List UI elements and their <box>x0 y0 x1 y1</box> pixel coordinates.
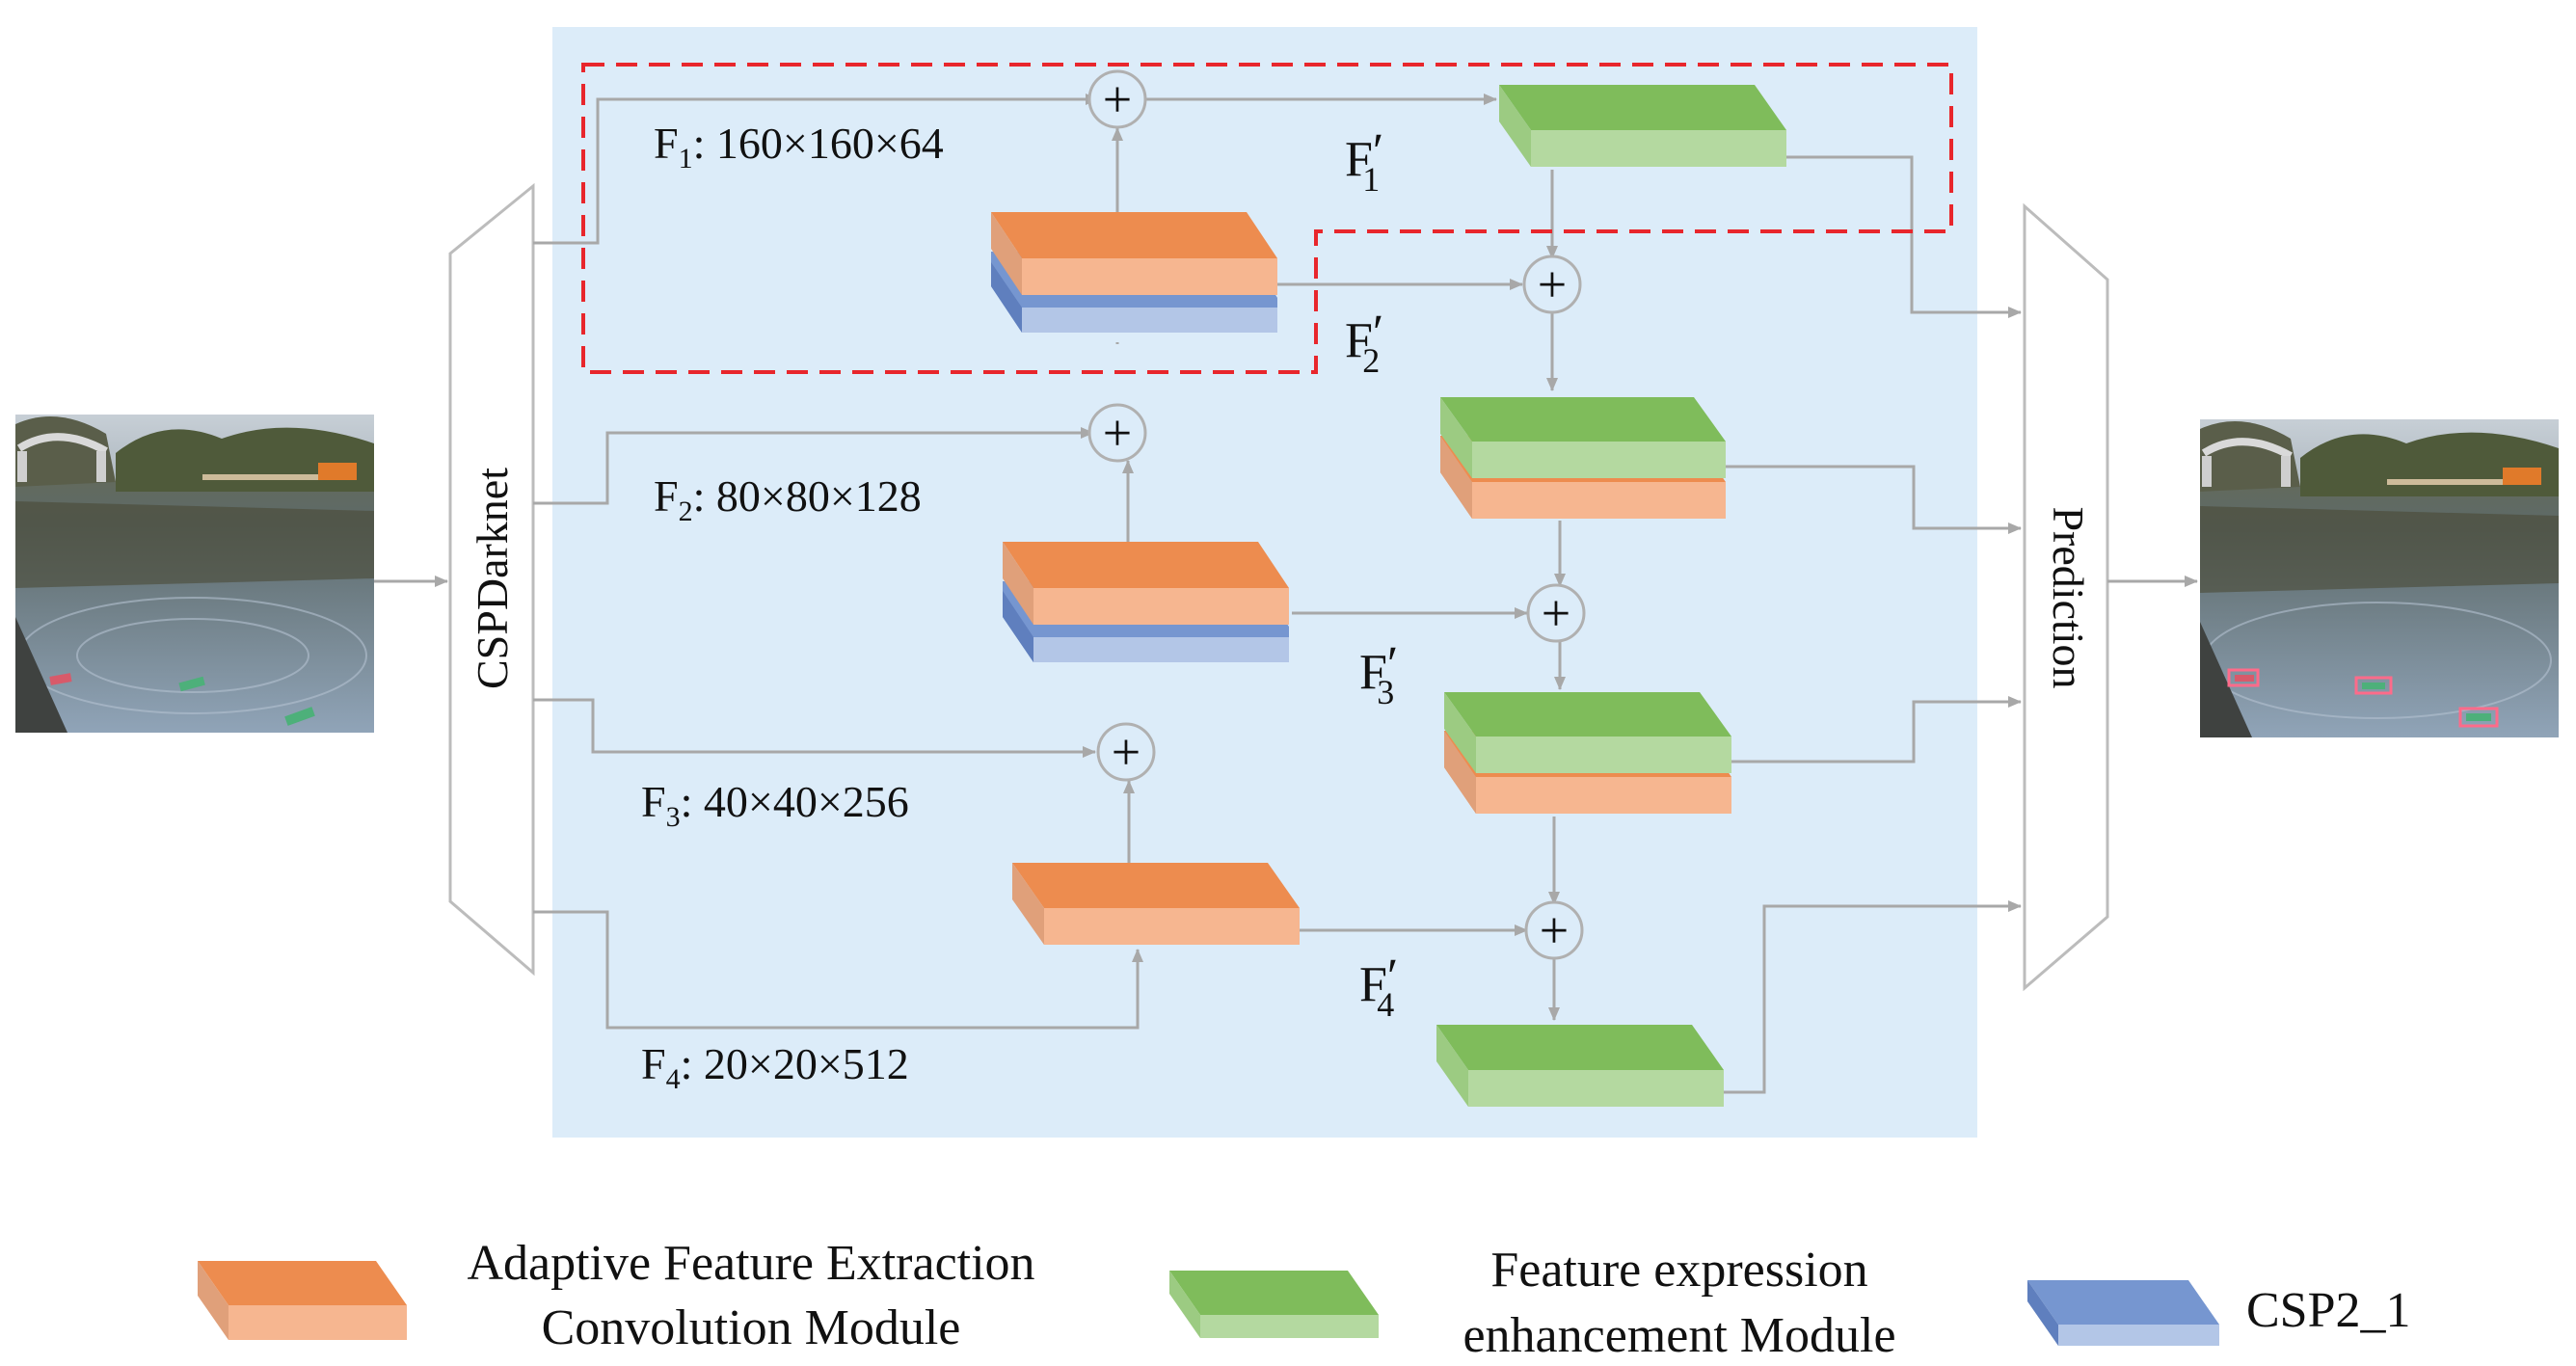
enhanced-label-f2: F′2 <box>1345 306 1383 380</box>
enhanced-label-f3: F′3 <box>1359 637 1398 711</box>
feature-label-f3: F3: 40×40×256 <box>641 777 909 833</box>
legend: Adaptive Feature Extraction Convolution … <box>198 1236 2411 1363</box>
legend-afec-line2: Convolution Module <box>542 1300 961 1355</box>
legend-afec-line1: Adaptive Feature Extraction <box>467 1236 1034 1291</box>
afec-csp-module-1 <box>991 212 1277 333</box>
feature-label-f1: F1: 160×160×64 <box>654 119 944 174</box>
svg-text:+: + <box>1542 584 1570 642</box>
cspdarknet-label: CSPDarknet <box>468 468 517 689</box>
add-node-2: + <box>1087 403 1147 463</box>
legend-feem-line1: Feature expression <box>1490 1243 1867 1298</box>
connections <box>533 94 2022 1094</box>
prediction-block <box>2023 202 2109 992</box>
enhanced-label-f4: F′4 <box>1359 950 1398 1024</box>
legend-csp-label: CSP2_1 <box>2246 1283 2411 1338</box>
feem-afec-module-3 <box>1444 692 1731 814</box>
add-node-3: + <box>1096 722 1156 782</box>
afec-csp-module-2 <box>1003 542 1289 662</box>
cspdarknet-block <box>448 182 535 977</box>
svg-text:+: + <box>1103 70 1132 128</box>
legend-feem: Feature expression enhancement Module <box>1169 1243 1896 1363</box>
svg-text:+: + <box>1540 901 1569 959</box>
legend-afec: Adaptive Feature Extraction Convolution … <box>198 1236 1035 1355</box>
feature-label-f2: F2: 80×80×128 <box>654 471 922 527</box>
add-node-4: + <box>1522 254 1582 314</box>
add-nodes: + + + + + + <box>1087 69 1586 960</box>
legend-feem-line2: enhancement Module <box>1462 1308 1895 1363</box>
highlight-region <box>581 63 1953 374</box>
afec-module-3 <box>1012 863 1300 945</box>
add-node-5: + <box>1526 583 1586 643</box>
svg-text:+: + <box>1103 404 1132 462</box>
output-image <box>2200 419 2559 737</box>
feature-label-f4: F4: 20×20×512 <box>641 1039 909 1095</box>
feem-module-1 <box>1499 85 1786 167</box>
feem-module-4 <box>1436 1025 1724 1107</box>
svg-text:+: + <box>1112 723 1140 781</box>
add-node-1: + <box>1087 69 1147 129</box>
svg-text:+: + <box>1538 255 1567 313</box>
feem-afec-module-2 <box>1440 397 1726 519</box>
input-image <box>15 415 374 733</box>
legend-csp: CSP2_1 <box>2027 1280 2411 1346</box>
prediction-label: Prediction <box>2044 506 2093 688</box>
add-node-6: + <box>1524 900 1584 960</box>
enhanced-label-f1: F′1 <box>1345 124 1383 199</box>
